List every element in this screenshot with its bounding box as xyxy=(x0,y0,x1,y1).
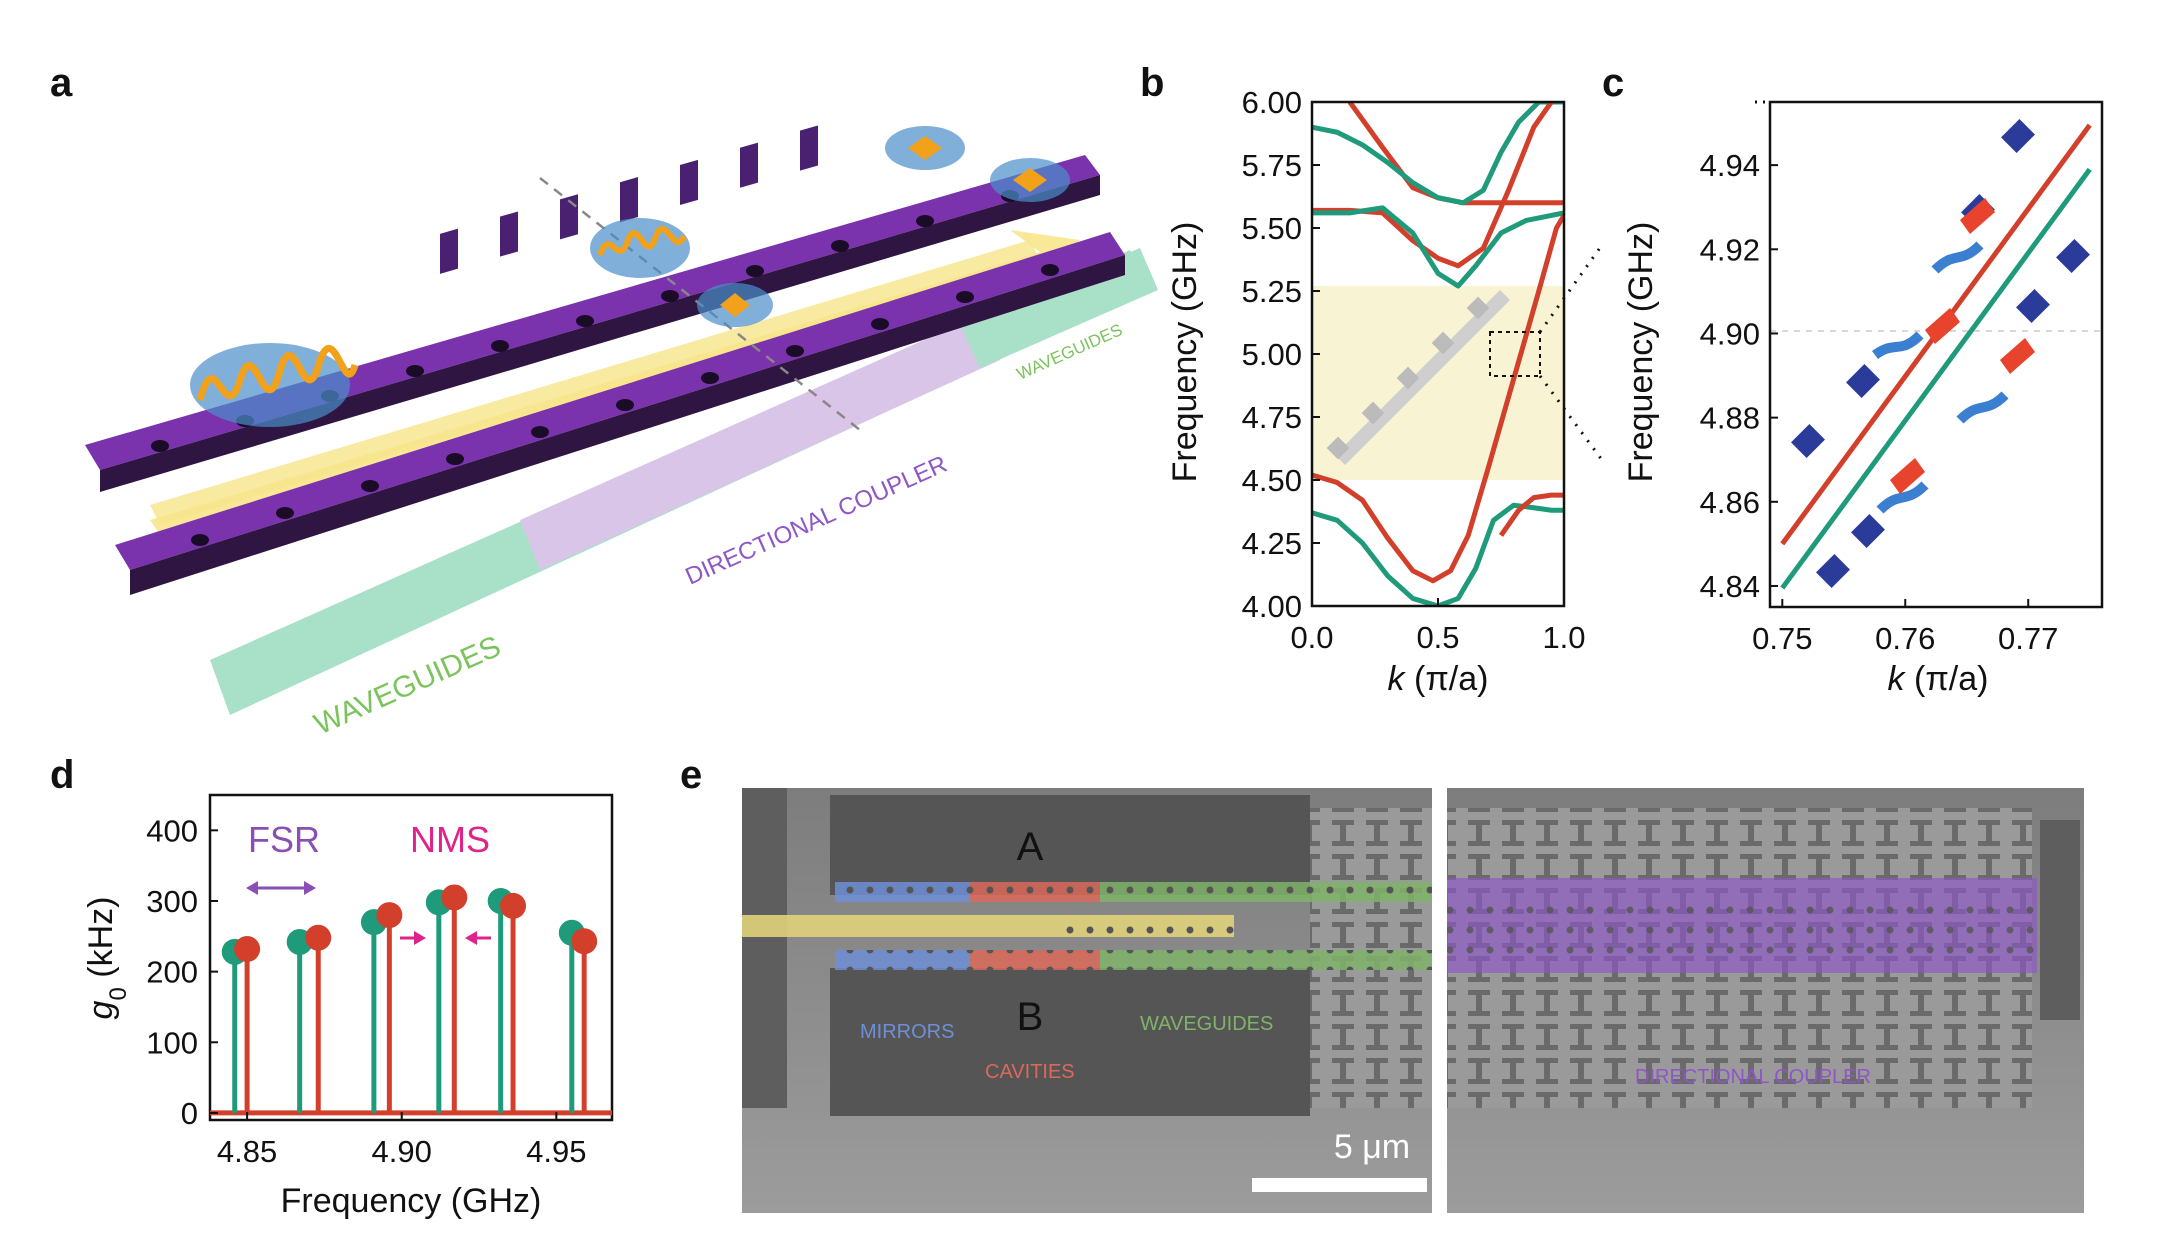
b-xtick-label: 1.0 xyxy=(1542,620,1585,655)
scale-bar-label: 5 μm xyxy=(1334,1128,1410,1166)
label-cavities: CAVITIES xyxy=(985,1061,1075,1083)
d-ytick-label: 100 xyxy=(146,1025,198,1060)
input-waveguide-holes xyxy=(1060,915,1234,937)
nanobeam-front xyxy=(115,232,1125,595)
d-point-red xyxy=(376,902,403,929)
cavity-label-b: B xyxy=(1017,995,1044,1039)
panel-label-e: e xyxy=(680,753,702,797)
d-point-red xyxy=(441,884,468,911)
b-ytick-label: 4.75 xyxy=(1242,400,1302,435)
fsr-arrow xyxy=(246,881,316,895)
b-ytick-label: 5.50 xyxy=(1242,211,1302,246)
sem-left-trench xyxy=(742,788,787,1108)
b-ytick-label: 6.00 xyxy=(1242,85,1302,120)
axis-c-ylabel: Frequency (GHz) xyxy=(1622,222,1660,483)
d-ytick-label: 300 xyxy=(146,884,198,919)
unit-cell-inset xyxy=(1326,290,1510,465)
device-illustration: WAVEGUIDES DIRECTIONAL COUPLER WAVEGUIDE… xyxy=(85,125,1158,741)
axis-d-xlabel: Frequency (GHz) xyxy=(281,1182,542,1220)
c-xtick-label: 0.77 xyxy=(1998,621,2058,656)
c-ytick-label: 4.90 xyxy=(1700,316,1760,351)
b-series-green-3 xyxy=(1312,205,1564,289)
b-series-red-4 xyxy=(1312,214,1564,584)
b-series-red-0 xyxy=(1347,102,1564,206)
scale-bar xyxy=(1252,1178,1427,1192)
b-ytick-label: 4.25 xyxy=(1242,526,1302,561)
coupler-tethers xyxy=(440,125,818,274)
b-series-green-5 xyxy=(1312,502,1564,606)
d-ytick-label: 200 xyxy=(146,955,198,990)
b-series-red-6 xyxy=(1498,492,1564,537)
zoom-band-plot: 0.75 0.76 0.77 4.84 4.86 4.88 4.90 4.92 4.94 Fre… xyxy=(1622,100,2104,698)
c-xtick-label: 0.75 xyxy=(1752,621,1812,656)
d-point-red xyxy=(305,924,332,951)
axis-b-xlabel: k (π/a) xyxy=(1388,660,1489,698)
b-ytick-label: 5.00 xyxy=(1242,337,1302,372)
panel-label-a: a xyxy=(50,61,73,105)
mode-shape-lower xyxy=(1816,239,2090,588)
sem-divider xyxy=(1432,780,1447,1220)
coupler-holes xyxy=(1447,895,2037,955)
axis-c-xlabel: k (π/a) xyxy=(1888,660,1989,698)
panel-label-c: c xyxy=(1602,61,1624,105)
d-xtick-label: 4.85 xyxy=(217,1134,277,1169)
c-ytick-label: 4.92 xyxy=(1700,232,1760,267)
c-series-green-1 xyxy=(1780,167,2092,590)
b-series-green-1 xyxy=(1312,102,1564,206)
b-ytick-label: 4.50 xyxy=(1242,463,1302,498)
b-xtick-label: 0.5 xyxy=(1416,620,1459,655)
d-xtick-label: 4.90 xyxy=(372,1134,432,1169)
b-xtick-label: 0.0 xyxy=(1290,620,1333,655)
d-point-red xyxy=(571,928,598,955)
panel-label-b: b xyxy=(1140,61,1164,105)
nms-arrows xyxy=(400,931,491,945)
axis-b-ylabel: Frequency (GHz) xyxy=(1166,222,1204,483)
pad-b xyxy=(830,968,1310,1116)
fsr-label: FSR xyxy=(248,819,320,860)
mode-cavity-right-back xyxy=(885,126,965,170)
mode-cavity-middle-front xyxy=(697,283,773,327)
mode-wave-middle xyxy=(590,218,690,278)
energy-arrow-front xyxy=(150,230,1080,535)
zoom-box xyxy=(1489,331,1541,377)
d-point-red xyxy=(234,936,261,963)
c-ytick-label: 4.94 xyxy=(1700,148,1760,183)
mode-wave-left xyxy=(190,343,359,427)
pad-a xyxy=(830,795,1310,895)
c-ytick-label: 4.86 xyxy=(1700,485,1760,520)
axis-d-ylabel: g0 (kHz) xyxy=(82,897,132,1020)
panel-label-d: d xyxy=(50,753,74,797)
nms-label: NMS xyxy=(410,819,490,860)
c-xtick-label: 0.76 xyxy=(1875,621,1935,656)
b-ytick-label: 5.75 xyxy=(1242,148,1302,183)
label-waveguides: WAVEGUIDES xyxy=(1140,1013,1273,1035)
b-ytick-label: 5.25 xyxy=(1242,274,1302,309)
d-ytick-label: 0 xyxy=(181,1096,198,1131)
beam-a-holes xyxy=(835,882,1432,902)
sem-right-trench xyxy=(2040,820,2080,1020)
c-ytick-label: 4.84 xyxy=(1700,569,1760,604)
label-mirrors: MIRRORS xyxy=(860,1021,954,1043)
band-structure-plot: 0.0 0.5 1.0 4.00 4.25 4.50 4.75 5.00 5.25 5.50 5.7… xyxy=(1166,85,1604,698)
cavity-label-a: A xyxy=(1017,825,1044,869)
plot-c-frame xyxy=(1768,100,2104,609)
b-ytick-label: 4.00 xyxy=(1242,589,1302,624)
plot-d-frame xyxy=(208,793,614,1122)
coupling-rate-plot: 4.85 4.90 4.95 0 100 200 300 400 g0 (kHz) Frequ… xyxy=(82,793,614,1220)
mode-cavity-right-front xyxy=(990,158,1070,202)
beam-b-holes xyxy=(835,950,1432,970)
mode-shape-upper xyxy=(1791,119,2035,458)
label-directional-coupler-sem: DIRECTIONAL COUPLER xyxy=(1635,1066,1871,1088)
c-ytick-label: 4.88 xyxy=(1700,401,1760,436)
sem-micrograph: A B MIRRORS CAVITIES WAVEGUIDES DIRECTIO… xyxy=(742,780,2084,1220)
d-point-red xyxy=(500,892,527,919)
d-xtick-label: 4.95 xyxy=(526,1134,586,1169)
d-ytick-label: 400 xyxy=(146,813,198,848)
coupler-band-purple xyxy=(520,315,1000,570)
